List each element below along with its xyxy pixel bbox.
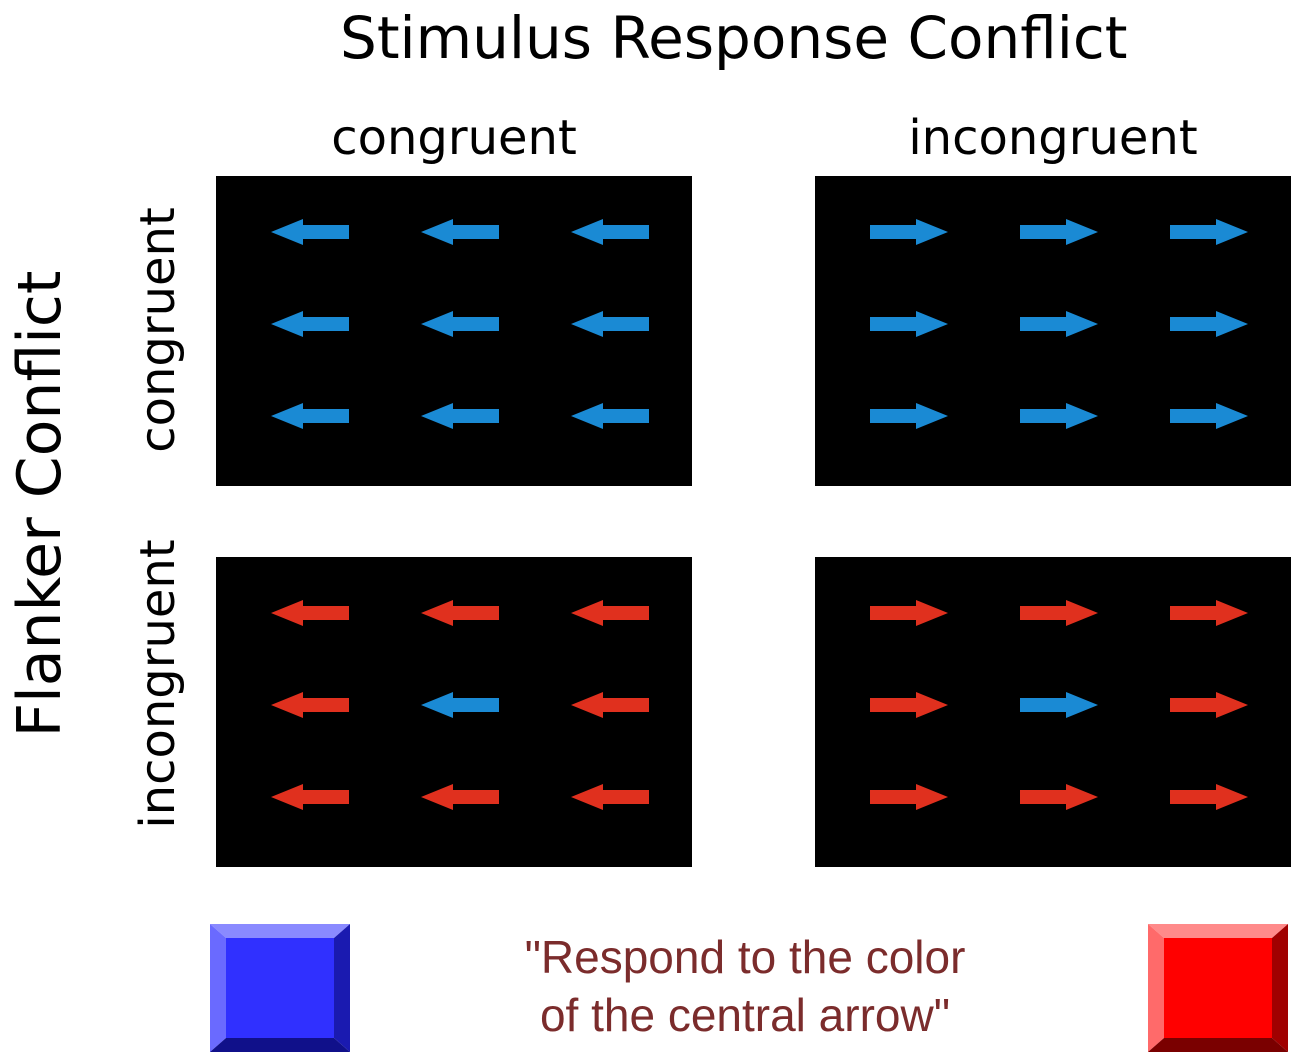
left-arrow-blue [421,403,499,429]
column-label-incongruent: incongruent [908,110,1198,166]
right-arrow-blue [1170,403,1248,429]
left-arrow-red [271,600,349,626]
row-label-congruent-text: congruent [130,207,186,453]
arrow-grid [870,600,1248,810]
right-arrow-red [1020,600,1098,626]
left-arrow-red [271,692,349,718]
panel-flanker-incongruent-sr-congruent [216,557,692,867]
instruction-text: "Respond to the color of the central arr… [524,931,966,1041]
right-arrow-red [1020,784,1098,810]
left-arrow-red [571,784,649,810]
left-arrow-blue [271,219,349,245]
right-arrow-red [870,692,948,718]
right-arrow-red [870,600,948,626]
right-arrow-blue [1170,311,1248,337]
left-arrow-blue [421,219,499,245]
panel-flanker-congruent-sr-incongruent [815,176,1291,486]
right-arrow-blue [870,311,948,337]
left-arrow-blue [571,219,649,245]
red-response-key [1148,924,1288,1052]
blue-key-icon [210,924,350,1052]
right-arrow-blue [1020,403,1098,429]
right-arrow-red [1170,600,1248,626]
right-arrow-blue [870,403,948,429]
panel-incongruent-incongruent [815,557,1291,867]
right-arrow-red [1170,784,1248,810]
right-arrow-red [1170,692,1248,718]
arrow-grid [271,600,649,810]
y-axis-label-text: Flanker Conflict [5,270,75,738]
left-arrow-blue [271,311,349,337]
left-arrow-blue [421,311,499,337]
blue-response-key [210,924,350,1052]
right-arrow-blue [1020,311,1098,337]
row-label-incongruent-text: incongruent [130,539,186,829]
panel-congruent-congruent [216,176,692,486]
left-arrow-red [421,600,499,626]
left-arrow-red [271,784,349,810]
right-arrow-blue [1020,692,1098,718]
right-arrow-blue [870,219,948,245]
red-key-icon [1148,924,1288,1052]
diagram-title: Stimulus Response Conflict [340,4,1128,72]
right-arrow-red [870,784,948,810]
left-arrow-red [421,784,499,810]
left-arrow-blue [571,311,649,337]
right-arrow-blue [1020,219,1098,245]
left-arrow-blue [421,692,499,718]
arrow-grid [271,219,649,429]
right-arrow-blue [1170,219,1248,245]
column-label-congruent: congruent [331,110,577,166]
left-arrow-red [571,600,649,626]
left-arrow-blue [271,403,349,429]
left-arrow-red [571,692,649,718]
arrow-grid [870,219,1248,429]
left-arrow-blue [571,403,649,429]
